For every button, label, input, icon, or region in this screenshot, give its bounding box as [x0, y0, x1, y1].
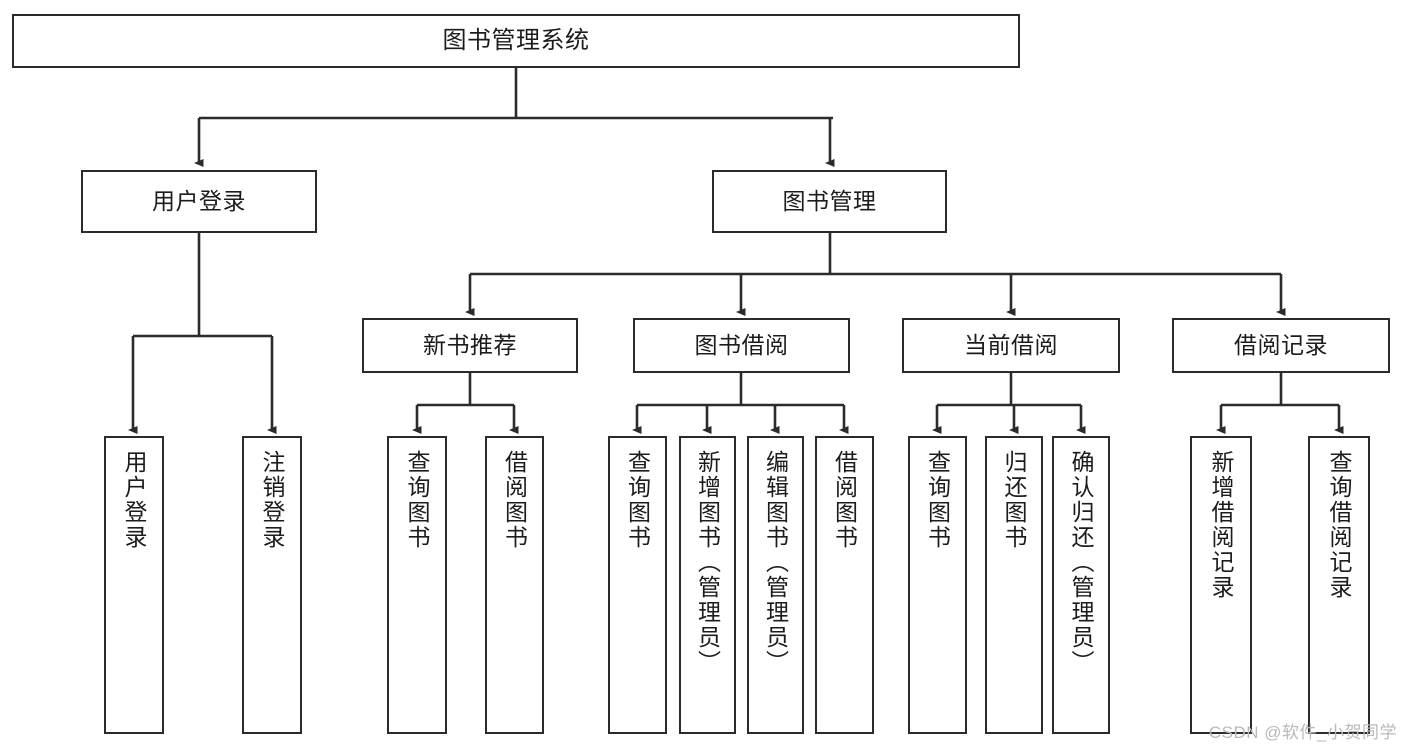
node-label: 新增图书（管理员）: [694, 450, 721, 675]
node-label: 新增借阅记录: [1208, 450, 1235, 600]
node-label: 借阅图书: [831, 450, 858, 550]
node-label: 用户登录: [152, 188, 246, 215]
node-user-login[interactable]: 用户登录: [81, 170, 317, 233]
leaf-user-login[interactable]: 用户登录: [104, 436, 164, 734]
leaf-borrow-book-recommend[interactable]: 借阅图书: [485, 436, 544, 734]
leaf-confirm-return-admin[interactable]: 确认归还（管理员）: [1052, 436, 1110, 734]
node-label: 编辑图书（管理员）: [762, 450, 789, 675]
node-new-book-recommend[interactable]: 新书推荐: [362, 318, 578, 373]
leaf-edit-book-admin[interactable]: 编辑图书（管理员）: [747, 436, 804, 734]
node-label: 归还图书: [1001, 450, 1028, 550]
leaf-logout[interactable]: 注销登录: [242, 436, 302, 734]
leaf-query-book-current[interactable]: 查询图书: [908, 436, 967, 734]
node-label: 图书管理系统: [442, 27, 590, 55]
leaf-borrow-book[interactable]: 借阅图书: [815, 436, 874, 734]
node-label: 新书推荐: [423, 332, 517, 359]
leaf-query-book-recommend[interactable]: 查询图书: [387, 436, 447, 734]
node-label: 用户登录: [121, 450, 148, 550]
leaf-query-book-borrow[interactable]: 查询图书: [608, 436, 667, 734]
leaf-return-book[interactable]: 归还图书: [985, 436, 1043, 734]
node-borrow-record[interactable]: 借阅记录: [1172, 318, 1390, 373]
node-label: 查询图书: [624, 450, 651, 550]
node-label: 查询图书: [924, 450, 951, 550]
watermark-text: CSDN @软件_小贺同学: [1208, 723, 1397, 742]
leaf-add-book-admin[interactable]: 新增图书（管理员）: [679, 436, 736, 734]
node-label: 当前借阅: [964, 332, 1058, 359]
node-label: 注销登录: [259, 450, 286, 550]
leaf-query-borrow-record[interactable]: 查询借阅记录: [1308, 436, 1370, 734]
node-current-borrow[interactable]: 当前借阅: [902, 318, 1120, 373]
node-label: 确认归还（管理员）: [1068, 450, 1095, 675]
node-label: 借阅图书: [501, 450, 528, 550]
node-root-system[interactable]: 图书管理系统: [12, 14, 1020, 68]
node-label: 图书管理: [782, 188, 877, 215]
node-label: 图书借阅: [694, 332, 789, 359]
node-label: 借阅记录: [1234, 332, 1328, 359]
leaf-add-borrow-record[interactable]: 新增借阅记录: [1190, 436, 1252, 734]
node-book-borrow[interactable]: 图书借阅: [633, 318, 850, 373]
node-label: 查询借阅记录: [1326, 450, 1353, 600]
node-book-management[interactable]: 图书管理: [712, 170, 947, 233]
node-label: 查询图书: [404, 450, 431, 550]
